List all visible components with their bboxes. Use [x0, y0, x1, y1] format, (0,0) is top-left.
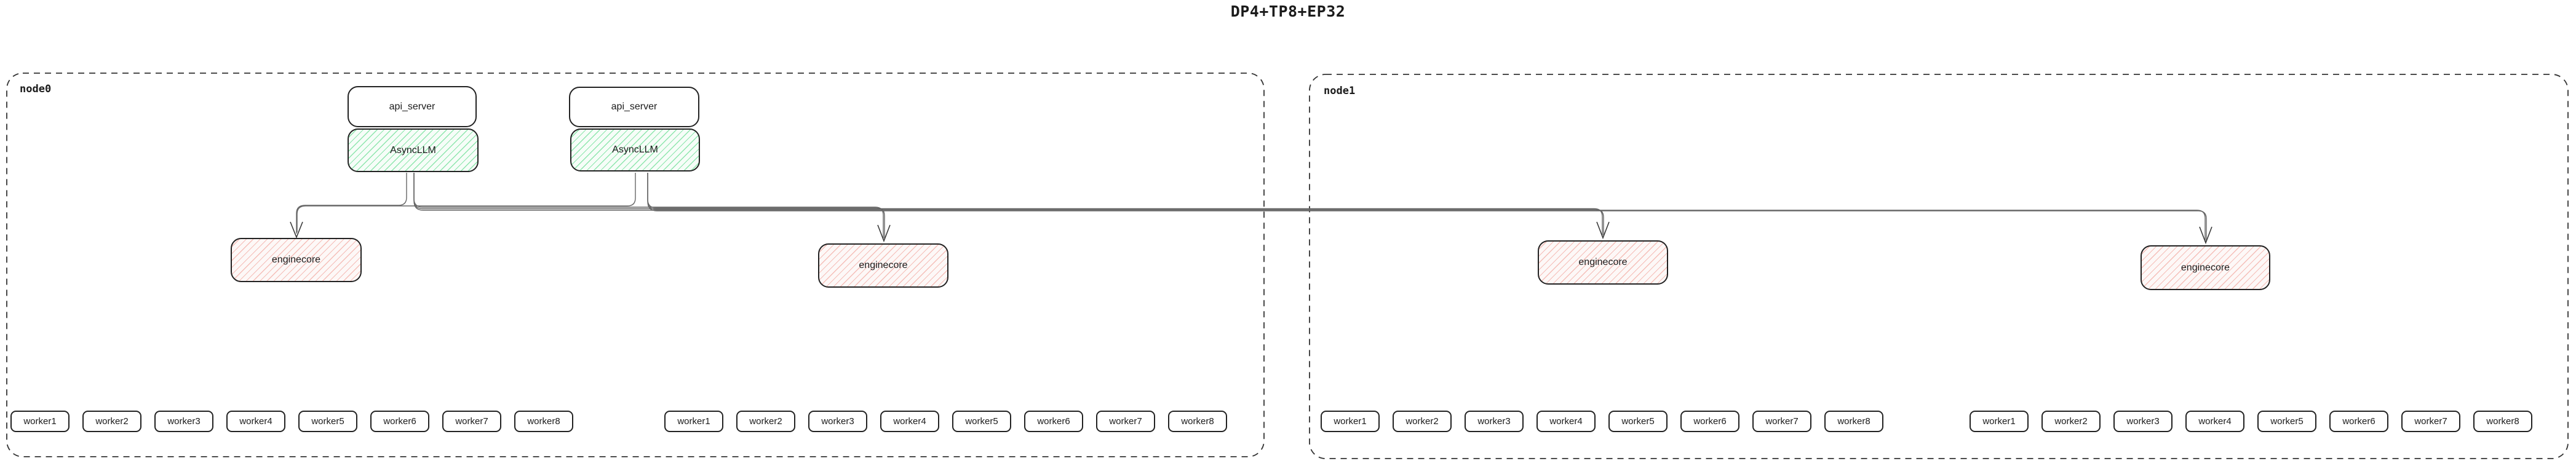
- api-server-box-1: api_server: [348, 86, 477, 127]
- worker-box: worker5: [298, 411, 357, 432]
- worker-group-1: worker1 worker2 worker3 worker4 worker5 worke…: [10, 411, 573, 432]
- worker-box: worker3: [808, 411, 867, 432]
- worker-box: worker8: [2473, 411, 2532, 432]
- asyncllm-box-1: AsyncLLM: [348, 128, 479, 172]
- node1-container: [1309, 74, 2569, 459]
- worker-box: worker2: [2041, 411, 2101, 432]
- enginecore-box-3: enginecore: [1538, 240, 1668, 285]
- node1-label: node1: [1324, 85, 1356, 97]
- arrow-into-enginecore2: [877, 224, 891, 243]
- worker-box: worker2: [1393, 411, 1452, 432]
- worker-group-4: worker1 worker2 worker3 worker4 worker5 worke…: [1970, 411, 2532, 432]
- worker-box: worker7: [2401, 411, 2460, 432]
- connection-lines: [296, 173, 2207, 242]
- worker-box: worker6: [1024, 411, 1083, 432]
- worker-box: worker5: [1608, 411, 1668, 432]
- worker-box: worker4: [880, 411, 939, 432]
- worker-box: worker8: [1168, 411, 1227, 432]
- worker-group-3: worker1 worker2 worker3 worker4 worker5 worke…: [1321, 411, 1883, 432]
- worker-box: worker8: [1824, 411, 1883, 432]
- worker-box: worker6: [1680, 411, 1739, 432]
- node0-container: [6, 73, 1265, 457]
- worker-box: worker4: [1536, 411, 1596, 432]
- diagram-title: DP4+TP8+EP32: [1230, 2, 1346, 20]
- arrow-into-enginecore4: [2199, 226, 2212, 245]
- worker-box: worker8: [514, 411, 573, 432]
- worker-box: worker2: [82, 411, 141, 432]
- worker-box: worker4: [2185, 411, 2244, 432]
- api-server-box-2: api_server: [569, 87, 699, 127]
- worker-box: worker7: [1096, 411, 1155, 432]
- enginecore-box-2: enginecore: [818, 243, 948, 288]
- arrowheads: [290, 221, 2212, 245]
- worker-box: worker3: [154, 411, 213, 432]
- enginecore-box-4: enginecore: [2141, 245, 2270, 290]
- worker-box: worker7: [1752, 411, 1811, 432]
- worker-box: worker1: [664, 411, 723, 432]
- worker-box: worker7: [442, 411, 501, 432]
- worker-box: worker3: [2113, 411, 2173, 432]
- worker-box: worker5: [2257, 411, 2316, 432]
- node0-label: node0: [20, 83, 52, 95]
- enginecore-box-1: enginecore: [231, 238, 362, 282]
- worker-box: worker1: [1321, 411, 1380, 432]
- worker-box: worker1: [1970, 411, 2029, 432]
- worker-box: worker6: [370, 411, 429, 432]
- worker-group-2: worker1 worker2 worker3 worker4 worker5 worke…: [664, 411, 1227, 432]
- worker-box: worker2: [736, 411, 795, 432]
- worker-box: worker1: [10, 411, 70, 432]
- arrow-into-enginecore3: [1596, 221, 1610, 240]
- worker-box: worker3: [1465, 411, 1524, 432]
- asyncllm-box-2: AsyncLLM: [570, 128, 700, 171]
- worker-box: worker4: [226, 411, 285, 432]
- worker-box: worker5: [952, 411, 1011, 432]
- worker-box: worker6: [2329, 411, 2388, 432]
- arrow-into-enginecore1: [290, 221, 303, 239]
